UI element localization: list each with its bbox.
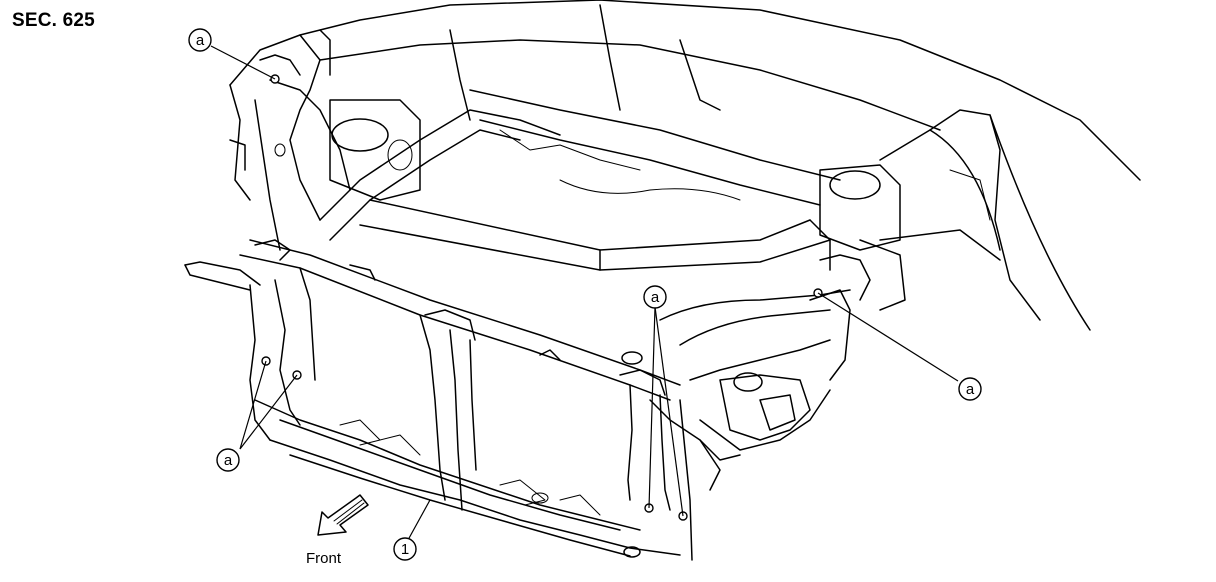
callout-a-right: a <box>958 377 982 401</box>
callout-a-left: a <box>216 448 240 472</box>
callout-1-text: 1 <box>401 541 409 558</box>
upper-frame <box>319 109 831 271</box>
left-side-panel <box>229 29 351 251</box>
callout-a-text-right: a <box>966 381 975 398</box>
mounting-bolts <box>261 74 823 521</box>
callout-a-top-left: a <box>188 28 212 52</box>
callout-1: 1 <box>393 537 417 561</box>
front-arrow: Front <box>306 494 369 567</box>
engine-bay-structure <box>299 0 1141 331</box>
front-label: Front <box>306 550 342 567</box>
callout-a-text-center: a <box>651 289 660 306</box>
callout-a-center: a <box>643 285 667 309</box>
section-label: SEC. 625 <box>12 10 95 31</box>
radiator-core-support <box>184 239 693 561</box>
right-side-bracket <box>649 254 871 491</box>
callout-a-text-left: a <box>224 452 233 469</box>
callout-a-text-top-left: a <box>196 32 205 49</box>
leader-lines <box>210 45 959 541</box>
